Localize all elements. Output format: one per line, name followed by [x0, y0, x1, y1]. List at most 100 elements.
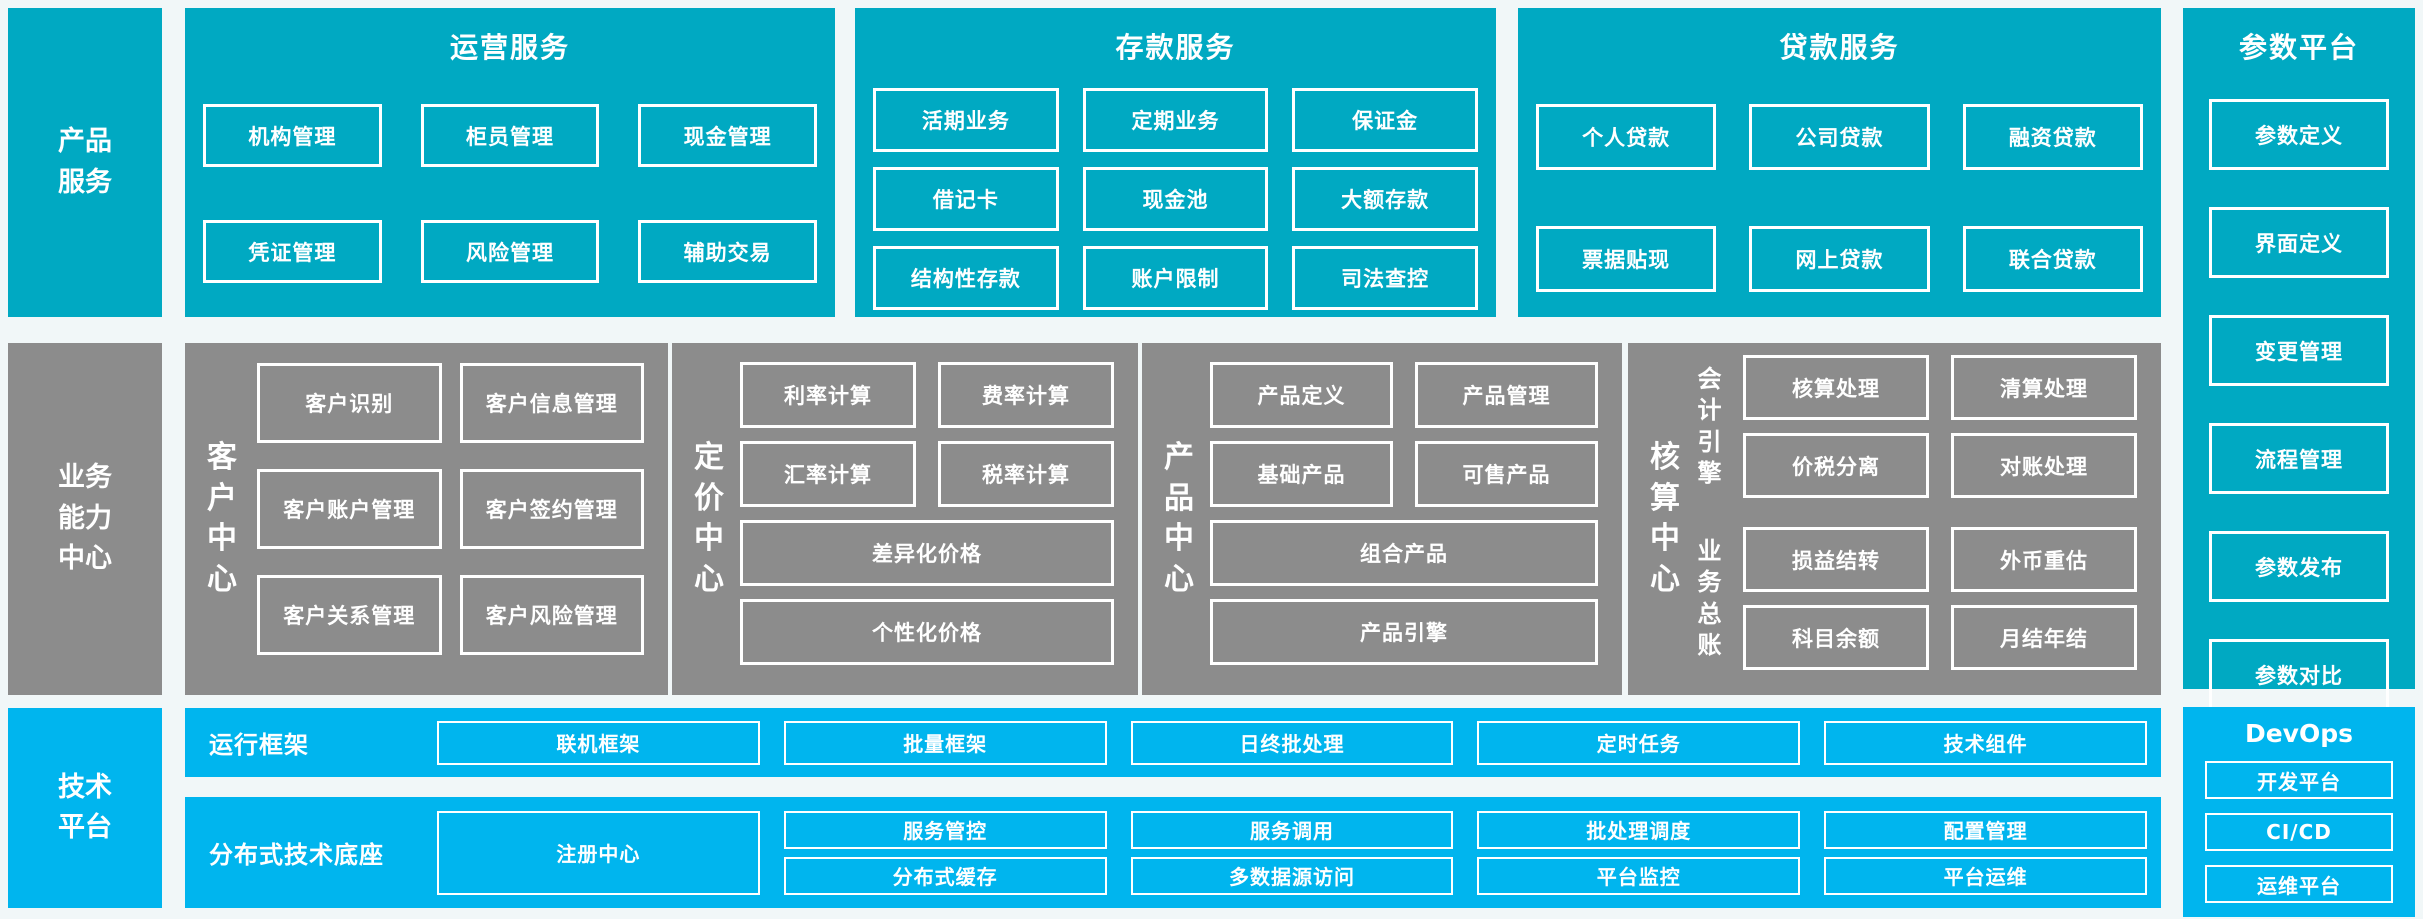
- distributed-item-box: 服务管控: [783, 810, 1107, 849]
- product-item-box: 产品引擎: [1210, 599, 1598, 665]
- operations-item-box: 现金管理: [638, 104, 817, 167]
- runtime-item-box: 定时任务: [1477, 720, 1801, 765]
- pricing-item-box: 费率计算: [938, 362, 1114, 428]
- distributed-item-box: 配置管理: [1824, 810, 2147, 849]
- runtime-item-box: 联机框架: [437, 720, 760, 765]
- parameter-item-box: 流程管理: [2209, 423, 2389, 494]
- product-item-box: 基础产品: [1210, 441, 1393, 507]
- accounting-group-engine: 会计引擎 核算处理清算处理价税分离对账处理: [1682, 355, 2137, 498]
- accounting-center-label: 核算中心: [1650, 440, 1680, 597]
- deposit-item-box: 定期业务: [1082, 88, 1269, 152]
- operations-item-box: 风险管理: [420, 220, 600, 283]
- accounting-engine-grid: 核算处理清算处理价税分离对账处理: [1743, 355, 2137, 498]
- runtime-framework-label: 运行框架: [209, 731, 309, 759]
- section-operations-title: 运营服务: [449, 31, 570, 64]
- product-item-box: 组合产品: [1210, 520, 1598, 586]
- operations-item-box: 机构管理: [203, 104, 382, 167]
- distributed-item-box: 分布式缓存: [783, 856, 1107, 895]
- section-customer-center: 客户中心 客户识别客户信息管理客户账户管理客户签约管理客户关系管理客户风险管理: [185, 343, 668, 695]
- runtime-item-box: 技术组件: [1824, 720, 2147, 765]
- section-loan-services: 贷款服务 个人贷款公司贷款融资贷款票据贴现网上贷款联合贷款: [1518, 8, 2161, 317]
- deposit-item-box: 结构性存款: [873, 246, 1059, 310]
- devops-item-box: CI/CD: [2205, 813, 2393, 851]
- rail-technology-platform-label: 技术平台: [57, 771, 112, 844]
- parameter-platform-title: 参数平台: [2238, 31, 2359, 64]
- product-item-box: 产品定义: [1210, 362, 1393, 428]
- customer-item-box: 客户账户管理: [257, 469, 442, 549]
- business-ledger-grid: 损益结转外币重估科目余额月结年结: [1743, 527, 2137, 670]
- runtime-item-box: 日终批处理: [1130, 720, 1454, 765]
- deposit-item-box: 活期业务: [873, 88, 1059, 152]
- customer-center-grid: 客户识别客户信息管理客户账户管理客户签约管理客户关系管理客户风险管理: [257, 363, 644, 695]
- pricing-item-box: 税率计算: [938, 441, 1114, 507]
- product-center-grid: 产品定义产品管理基础产品可售产品组合产品产品引擎: [1210, 362, 1598, 695]
- rail-technology-platform: 技术平台: [8, 708, 162, 908]
- operations-items-grid: 机构管理柜员管理现金管理凭证管理风险管理辅助交易: [203, 104, 817, 283]
- pricing-center-grid: 利率计算费率计算汇率计算税率计算差异化价格个性化价格: [740, 362, 1114, 695]
- accounting-groups: 会计引擎 核算处理清算处理价税分离对账处理 业务总账 损益结转外币重估科目余额月…: [1682, 355, 2137, 695]
- accounting-item-box: 对账处理: [1951, 433, 2137, 498]
- section-operations-services: 运营服务 机构管理柜员管理现金管理凭证管理风险管理辅助交易: [185, 8, 835, 317]
- accounting-engine-label: 会计引擎: [1697, 365, 1722, 487]
- product-item-box: 产品管理: [1415, 362, 1598, 428]
- runtime-item-box: 批量框架: [783, 720, 1107, 765]
- parameter-item-box: 界面定义: [2209, 207, 2389, 278]
- distributed-item-box: 服务调用: [1130, 810, 1454, 849]
- section-accounting-center: 核算中心 会计引擎 核算处理清算处理价税分离对账处理 业务总账 损益结转外币重估…: [1628, 343, 2161, 695]
- parameter-item-box: 参数对比: [2209, 639, 2389, 710]
- deposit-item-box: 账户限制: [1082, 246, 1269, 310]
- accounting-item-box: 月结年结: [1951, 605, 2137, 670]
- section-pricing-center: 定价中心 利率计算费率计算汇率计算税率计算差异化价格个性化价格: [672, 343, 1138, 695]
- band-runtime-framework: 运行框架 联机框架批量框架日终批处理定时任务技术组件: [185, 708, 2161, 777]
- section-loan-title: 贷款服务: [1779, 31, 1900, 64]
- parameter-item-box: 变更管理: [2209, 315, 2389, 386]
- registry-center-box: 注册中心: [437, 810, 760, 895]
- operations-item-box: 凭证管理: [203, 220, 382, 283]
- customer-item-box: 客户风险管理: [459, 575, 644, 655]
- distributed-base-grid: 注册中心 服务管控服务调用批处理调度配置管理分布式缓存多数据源访问平台监控平台运…: [437, 810, 2147, 895]
- rail-business-capability-label: 业务能力中心: [57, 462, 112, 575]
- parameter-platform-stack: 参数定义界面定义变更管理流程管理参数发布参数对比: [2209, 99, 2389, 710]
- devops-item-box: 开发平台: [2205, 761, 2393, 799]
- accounting-item-box: 外币重估: [1951, 527, 2137, 592]
- deposit-item-box: 现金池: [1082, 167, 1269, 231]
- distributed-item-box: 平台监控: [1477, 856, 1801, 895]
- product-center-label: 产品中心: [1164, 440, 1194, 597]
- customer-center-label: 客户中心: [207, 440, 237, 597]
- loan-item-box: 个人贷款: [1536, 104, 1717, 170]
- loan-item-box: 联合贷款: [1962, 226, 2143, 292]
- loan-items-grid: 个人贷款公司贷款融资贷款票据贴现网上贷款联合贷款: [1536, 104, 2143, 292]
- deposit-item-box: 司法查控: [1292, 246, 1478, 310]
- business-ledger-label: 业务总账: [1697, 537, 1722, 659]
- deposit-item-box: 大额存款: [1292, 167, 1478, 231]
- accounting-item-box: 核算处理: [1743, 355, 1929, 420]
- band-distributed-base: 分布式技术底座 注册中心 服务管控服务调用批处理调度配置管理分布式缓存多数据源访…: [185, 797, 2161, 908]
- deposit-item-box: 借记卡: [873, 167, 1059, 231]
- accounting-item-box: 清算处理: [1951, 355, 2137, 420]
- loan-item-box: 融资贷款: [1962, 104, 2143, 170]
- runtime-framework-grid: 联机框架批量框架日终批处理定时任务技术组件: [437, 720, 2147, 765]
- customer-item-box: 客户信息管理: [459, 363, 644, 443]
- section-deposit-services: 存款服务 活期业务定期业务保证金借记卡现金池大额存款结构性存款账户限制司法查控: [855, 8, 1496, 317]
- distributed-item-box: 批处理调度: [1477, 810, 1801, 849]
- pricing-item-box: 利率计算: [740, 362, 916, 428]
- accounting-item-box: 价税分离: [1743, 433, 1929, 498]
- section-product-center: 产品中心 产品定义产品管理基础产品可售产品组合产品产品引擎: [1142, 343, 1622, 695]
- rail-product-services: 产品服务: [8, 8, 162, 317]
- deposit-items-grid: 活期业务定期业务保证金借记卡现金池大额存款结构性存款账户限制司法查控: [873, 88, 1478, 310]
- distributed-item-box: 多数据源访问: [1130, 856, 1454, 895]
- customer-item-box: 客户识别: [257, 363, 442, 443]
- pricing-center-label: 定价中心: [694, 440, 724, 597]
- accounting-item-box: 科目余额: [1743, 605, 1929, 670]
- loan-item-box: 网上贷款: [1749, 226, 1930, 292]
- loan-item-box: 公司贷款: [1749, 104, 1930, 170]
- distributed-base-label: 分布式技术底座: [209, 841, 384, 869]
- product-item-box: 可售产品: [1415, 441, 1598, 507]
- devops-title: DevOps: [2244, 719, 2354, 748]
- rail-product-services-label: 产品服务: [57, 126, 112, 198]
- accounting-item-box: 损益结转: [1743, 527, 1929, 592]
- customer-item-box: 客户关系管理: [257, 575, 442, 655]
